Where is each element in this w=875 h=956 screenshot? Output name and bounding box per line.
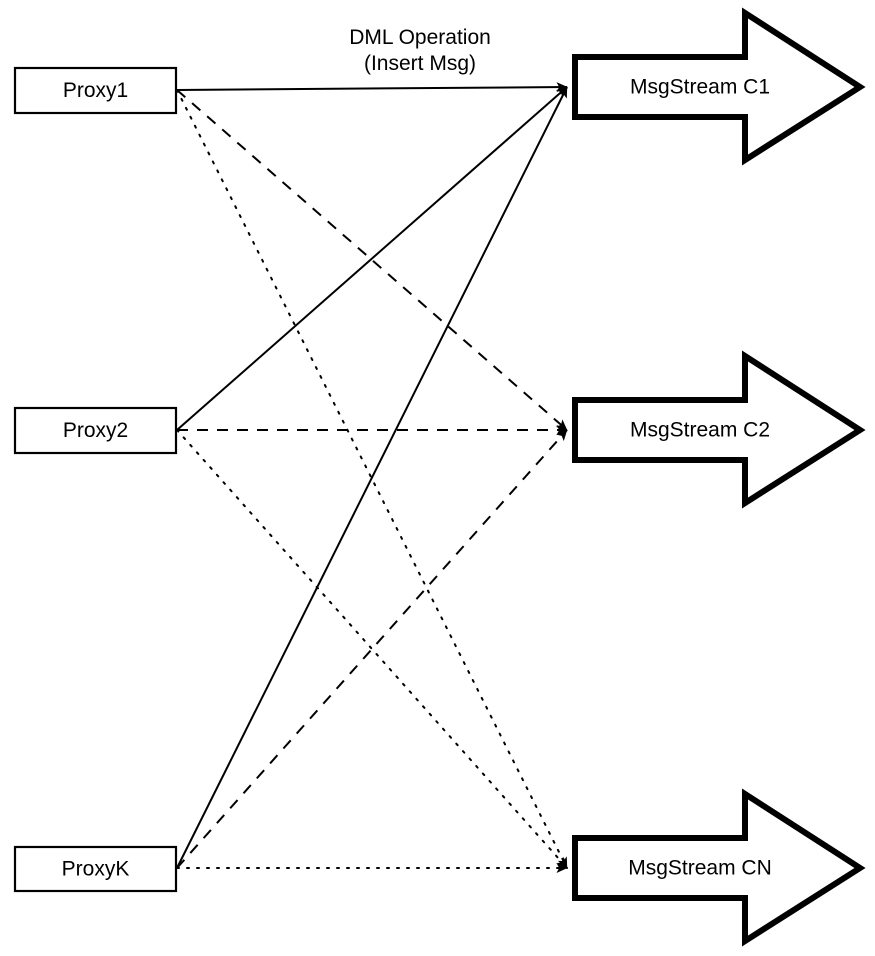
proxy2-label: Proxy2 — [63, 419, 128, 442]
proxy-node-proxy2[interactable]: Proxy2 — [13, 406, 178, 455]
msgstream-c2-label: MsgStream C2 — [630, 419, 770, 442]
proxyk-box[interactable] — [13, 845, 178, 893]
edge-layer — [176, 82, 568, 873]
dml-operation-line2: (Insert Msg) — [364, 52, 476, 75]
msgstream-c1-arrow-shape[interactable] — [572, 7, 866, 166]
edge-annotation-dml-operation: DML Operation (Insert Msg) — [349, 26, 491, 75]
edge-proxyk-to-msgstream-c2 — [176, 429, 568, 869]
msgstream-node-c2[interactable]: MsgStream C2 — [572, 350, 866, 509]
msgstream-cn-arrow-shape[interactable] — [572, 788, 866, 947]
proxy1-label: Proxy1 — [63, 79, 128, 102]
proxyk-label: ProxyK — [62, 858, 130, 881]
edge-proxyk-to-msgstream-c1 — [176, 86, 568, 869]
proxy1-box[interactable] — [13, 66, 178, 115]
msgstream-cn-label: MsgStream CN — [628, 857, 772, 880]
dml-operation-line1: DML Operation — [349, 26, 491, 49]
msgstream-node-c1[interactable]: MsgStream C1 — [572, 7, 866, 166]
msgstream-node-cn[interactable]: MsgStream CN — [572, 788, 866, 947]
proxy-node-proxy1[interactable]: Proxy1 — [13, 66, 178, 115]
msgstream-c1-label: MsgStream C1 — [630, 76, 770, 99]
proxy2-box[interactable] — [13, 406, 178, 455]
edge-proxy1-to-msgstream-c2 — [176, 89, 568, 431]
edge-proxy1-to-msgstream-c1 — [176, 82, 568, 93]
proxy-node-proxyk[interactable]: ProxyK — [13, 845, 178, 893]
msgstream-c2-arrow-shape[interactable] — [572, 350, 866, 509]
edge-proxy2-to-msgstream-c1 — [176, 86, 568, 431]
